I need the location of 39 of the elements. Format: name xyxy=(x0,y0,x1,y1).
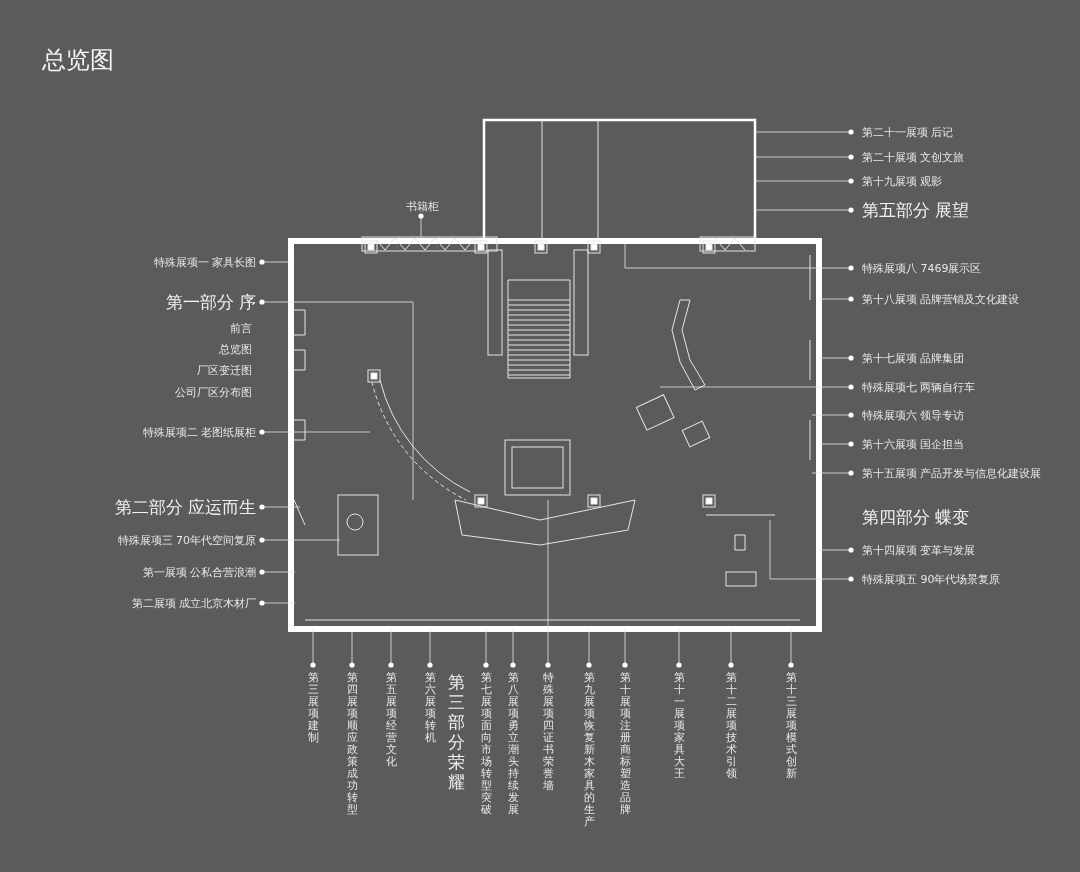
callout-label: 第二展项 成立北京木材厂 xyxy=(131,596,256,610)
callout-label: 第十八展项 品牌营销及文化建设 xyxy=(862,292,1020,306)
callout-label: 特殊展项六 领导专访 xyxy=(862,408,965,422)
callout-label: 第十一展项家具大王 xyxy=(673,672,685,780)
callout-label: 第十六展项 国企担当 xyxy=(862,437,965,451)
callout-label: 第二十一展项 后记 xyxy=(862,125,954,139)
callout-label: 特殊展项七 两辆自行车 xyxy=(862,380,976,394)
callout-label: 第十三展项模式创新 xyxy=(785,672,797,780)
section-heading: 第一部分 序 xyxy=(165,292,256,312)
callout-label: 第十展项注册商标塑造品牌 xyxy=(619,672,631,816)
callout-label: 第十七展项 品牌集团 xyxy=(862,351,965,365)
callout-label: 第十二展项技术引领 xyxy=(725,672,737,780)
section-heading: 第四部分 蝶变 xyxy=(862,507,970,527)
callout-label: 第十五展项 产品开发与信息化建设展 xyxy=(862,466,1042,480)
callout-label: 第十九展项 观影 xyxy=(862,174,943,188)
callout-label: 第三展项建制 xyxy=(307,672,319,744)
callout-label: 特殊展项二 老图纸展柜 xyxy=(142,425,256,439)
exhibit-list-item: 前言 xyxy=(230,322,252,335)
callout-label: 特殊展项五 90年代场景复原 xyxy=(862,572,1001,586)
diagram-title: 总览图 xyxy=(42,45,114,76)
exhibit-list-item: 总览图 xyxy=(219,343,252,356)
callout-label: 第一展项 公私合营浪潮 xyxy=(142,565,256,579)
callout-label: 第二十展项 文创文旅 xyxy=(862,150,965,164)
section-heading: 第五部分 展望 xyxy=(862,200,970,220)
callout-label: 第八展项勇立潮头持续发展 xyxy=(507,672,519,816)
callout-label: 第七展项面向市场转型突破 xyxy=(480,672,492,816)
callout-label: 第十四展项 变革与发展 xyxy=(862,543,976,557)
exhibit-list-item: 公司厂区分布图 xyxy=(175,386,252,399)
callout-label: 第六展项转机 xyxy=(424,672,436,744)
exhibit-list-item: 厂区变迁图 xyxy=(197,364,252,377)
callout-label: 第九展项恢复新木家具的生产 xyxy=(583,672,595,828)
callout-label: 第五展项经营文化 xyxy=(385,672,397,768)
callout-label: 特殊展项四证书荣誉墙 xyxy=(542,672,554,792)
callout-label: 特殊展项一 家具长图 xyxy=(153,255,256,269)
callout-label: 第四展项顺应政策成功转型 xyxy=(346,672,358,816)
callout-label: 特殊展项三 70年代空间复原 xyxy=(117,533,256,547)
section-heading: 第三部分荣耀 xyxy=(447,672,466,792)
section-heading: 第二部分 应运而生 xyxy=(114,497,256,517)
callout-label: 特殊展项八 7469展示区 xyxy=(862,261,982,275)
